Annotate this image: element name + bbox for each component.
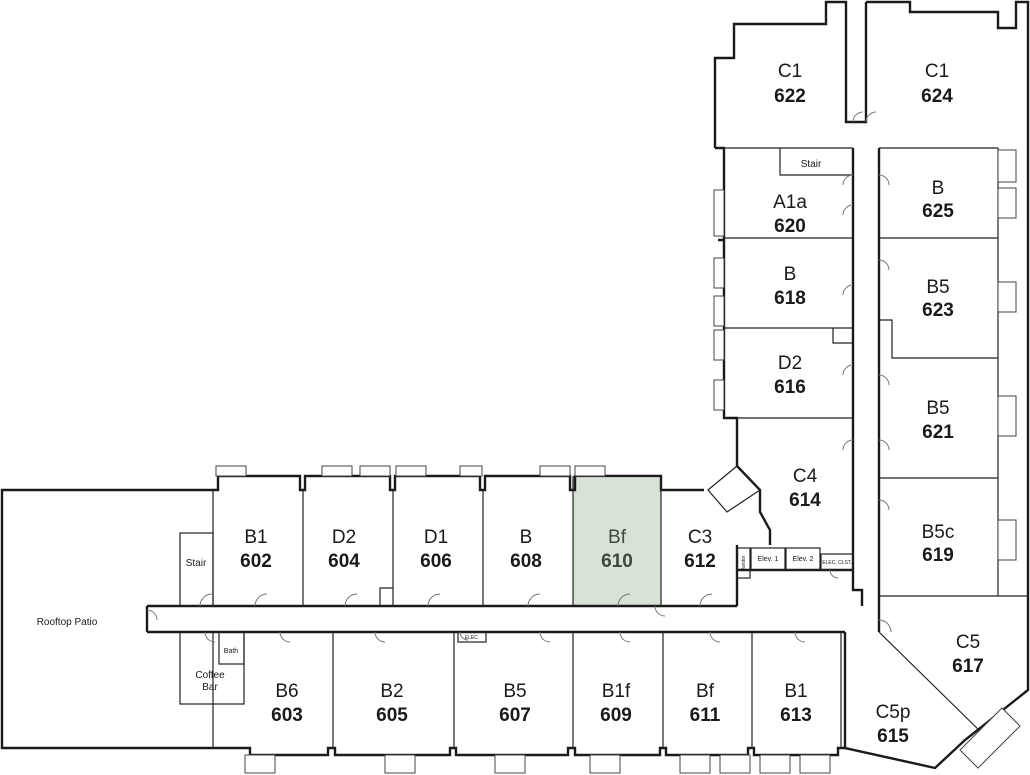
room-number-625: 625 xyxy=(922,201,954,222)
room-type-614: C4 xyxy=(793,466,818,487)
room-type-609: B1f xyxy=(602,681,631,702)
room-number-617: 617 xyxy=(952,656,984,677)
room-type-615: C5p xyxy=(876,702,911,723)
room-number-602: 602 xyxy=(240,551,272,572)
room-number-604: 604 xyxy=(328,551,360,572)
room-type-617: C5 xyxy=(956,632,980,653)
room-type-625: B xyxy=(932,178,945,199)
room-number-623: 623 xyxy=(922,300,954,321)
room-type-616: D2 xyxy=(778,353,802,374)
room-type-618: B xyxy=(784,264,797,285)
elec-corridor-label: ELEC. xyxy=(465,635,479,641)
room-type-613: B1 xyxy=(784,681,807,702)
room-number-603: 603 xyxy=(271,705,303,726)
room-number-615: 615 xyxy=(877,726,909,747)
room-number-609: 609 xyxy=(600,705,632,726)
room-number-605: 605 xyxy=(376,705,408,726)
elec-closet-label: ELEC. CLST. xyxy=(822,560,851,566)
amenity-labels: Rooftop Patio Stair Stair Coffee Bar Bat… xyxy=(37,159,852,693)
bath-label: Bath xyxy=(224,648,239,655)
janitor-label: Janitor xyxy=(741,555,747,570)
room-type-610: Bf xyxy=(608,527,627,548)
room-number-620: 620 xyxy=(774,216,806,237)
room-number-624: 624 xyxy=(921,86,953,107)
room-type-606: D1 xyxy=(424,527,448,548)
room-type-603: B6 xyxy=(275,681,298,702)
room-type-619: B5c xyxy=(922,522,955,543)
room-number-610: 610 xyxy=(601,551,633,572)
room-type-620: A1a xyxy=(773,192,807,213)
rooftop-patio-label: Rooftop Patio xyxy=(37,617,98,628)
room-number-614: 614 xyxy=(789,490,821,511)
windows xyxy=(215,149,1021,774)
room-type-622: C1 xyxy=(778,61,802,82)
room-number-611: 611 xyxy=(690,705,721,726)
room-number-612: 612 xyxy=(684,551,716,572)
stair-west-label: Stair xyxy=(186,558,207,569)
room-number-621: 621 xyxy=(922,422,954,443)
stair-north-label: Stair xyxy=(801,159,822,170)
room-type-624: C1 xyxy=(925,61,949,82)
room-number-607: 607 xyxy=(499,705,531,726)
room-type-608: B xyxy=(520,527,533,548)
room-type-621: B5 xyxy=(926,398,949,419)
room-number-608: 608 xyxy=(510,551,542,572)
room-type-611: Bf xyxy=(696,681,715,702)
room-type-607: B5 xyxy=(503,681,526,702)
coffee-bar-label-1: Coffee xyxy=(195,670,225,681)
room-type-604: D2 xyxy=(332,527,356,548)
room-number-616: 616 xyxy=(774,377,806,398)
partitions xyxy=(179,147,1028,748)
room-number-613: 613 xyxy=(780,705,812,726)
room-number-622: 622 xyxy=(774,86,806,107)
coffee-bar-label-2: Bar xyxy=(202,682,218,693)
doors xyxy=(146,111,892,643)
room-type-605: B2 xyxy=(380,681,403,702)
elevator-2-label: Elev. 2 xyxy=(793,556,814,563)
unit-610-fill xyxy=(573,478,661,606)
room-labels: C1 622 C1 624 A1a 620 B 625 B 618 B5 623… xyxy=(240,61,984,747)
elevator-1-label: Elev. 1 xyxy=(758,556,779,563)
room-type-623: B5 xyxy=(926,277,949,298)
room-number-606: 606 xyxy=(420,551,452,572)
room-type-612: C3 xyxy=(688,527,712,548)
room-type-602: B1 xyxy=(244,527,267,548)
room-number-619: 619 xyxy=(922,545,954,566)
room-number-618: 618 xyxy=(774,288,806,309)
